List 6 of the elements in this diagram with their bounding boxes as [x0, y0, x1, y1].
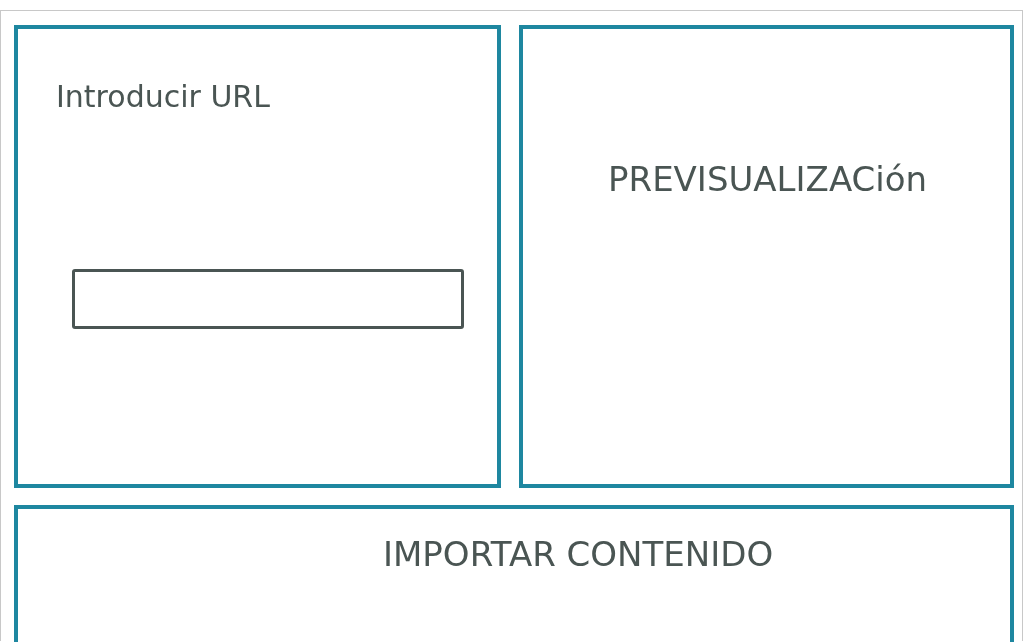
input-panel: [14, 25, 501, 488]
preview-panel: [519, 25, 1014, 488]
panel-heading: PREVISUALIZACión: [608, 159, 928, 199]
import-button: IMPORTAR CONTENIDO: [14, 505, 1014, 642]
panel-heading: Introducir URL: [56, 79, 270, 114]
url-input-field: [72, 269, 464, 329]
